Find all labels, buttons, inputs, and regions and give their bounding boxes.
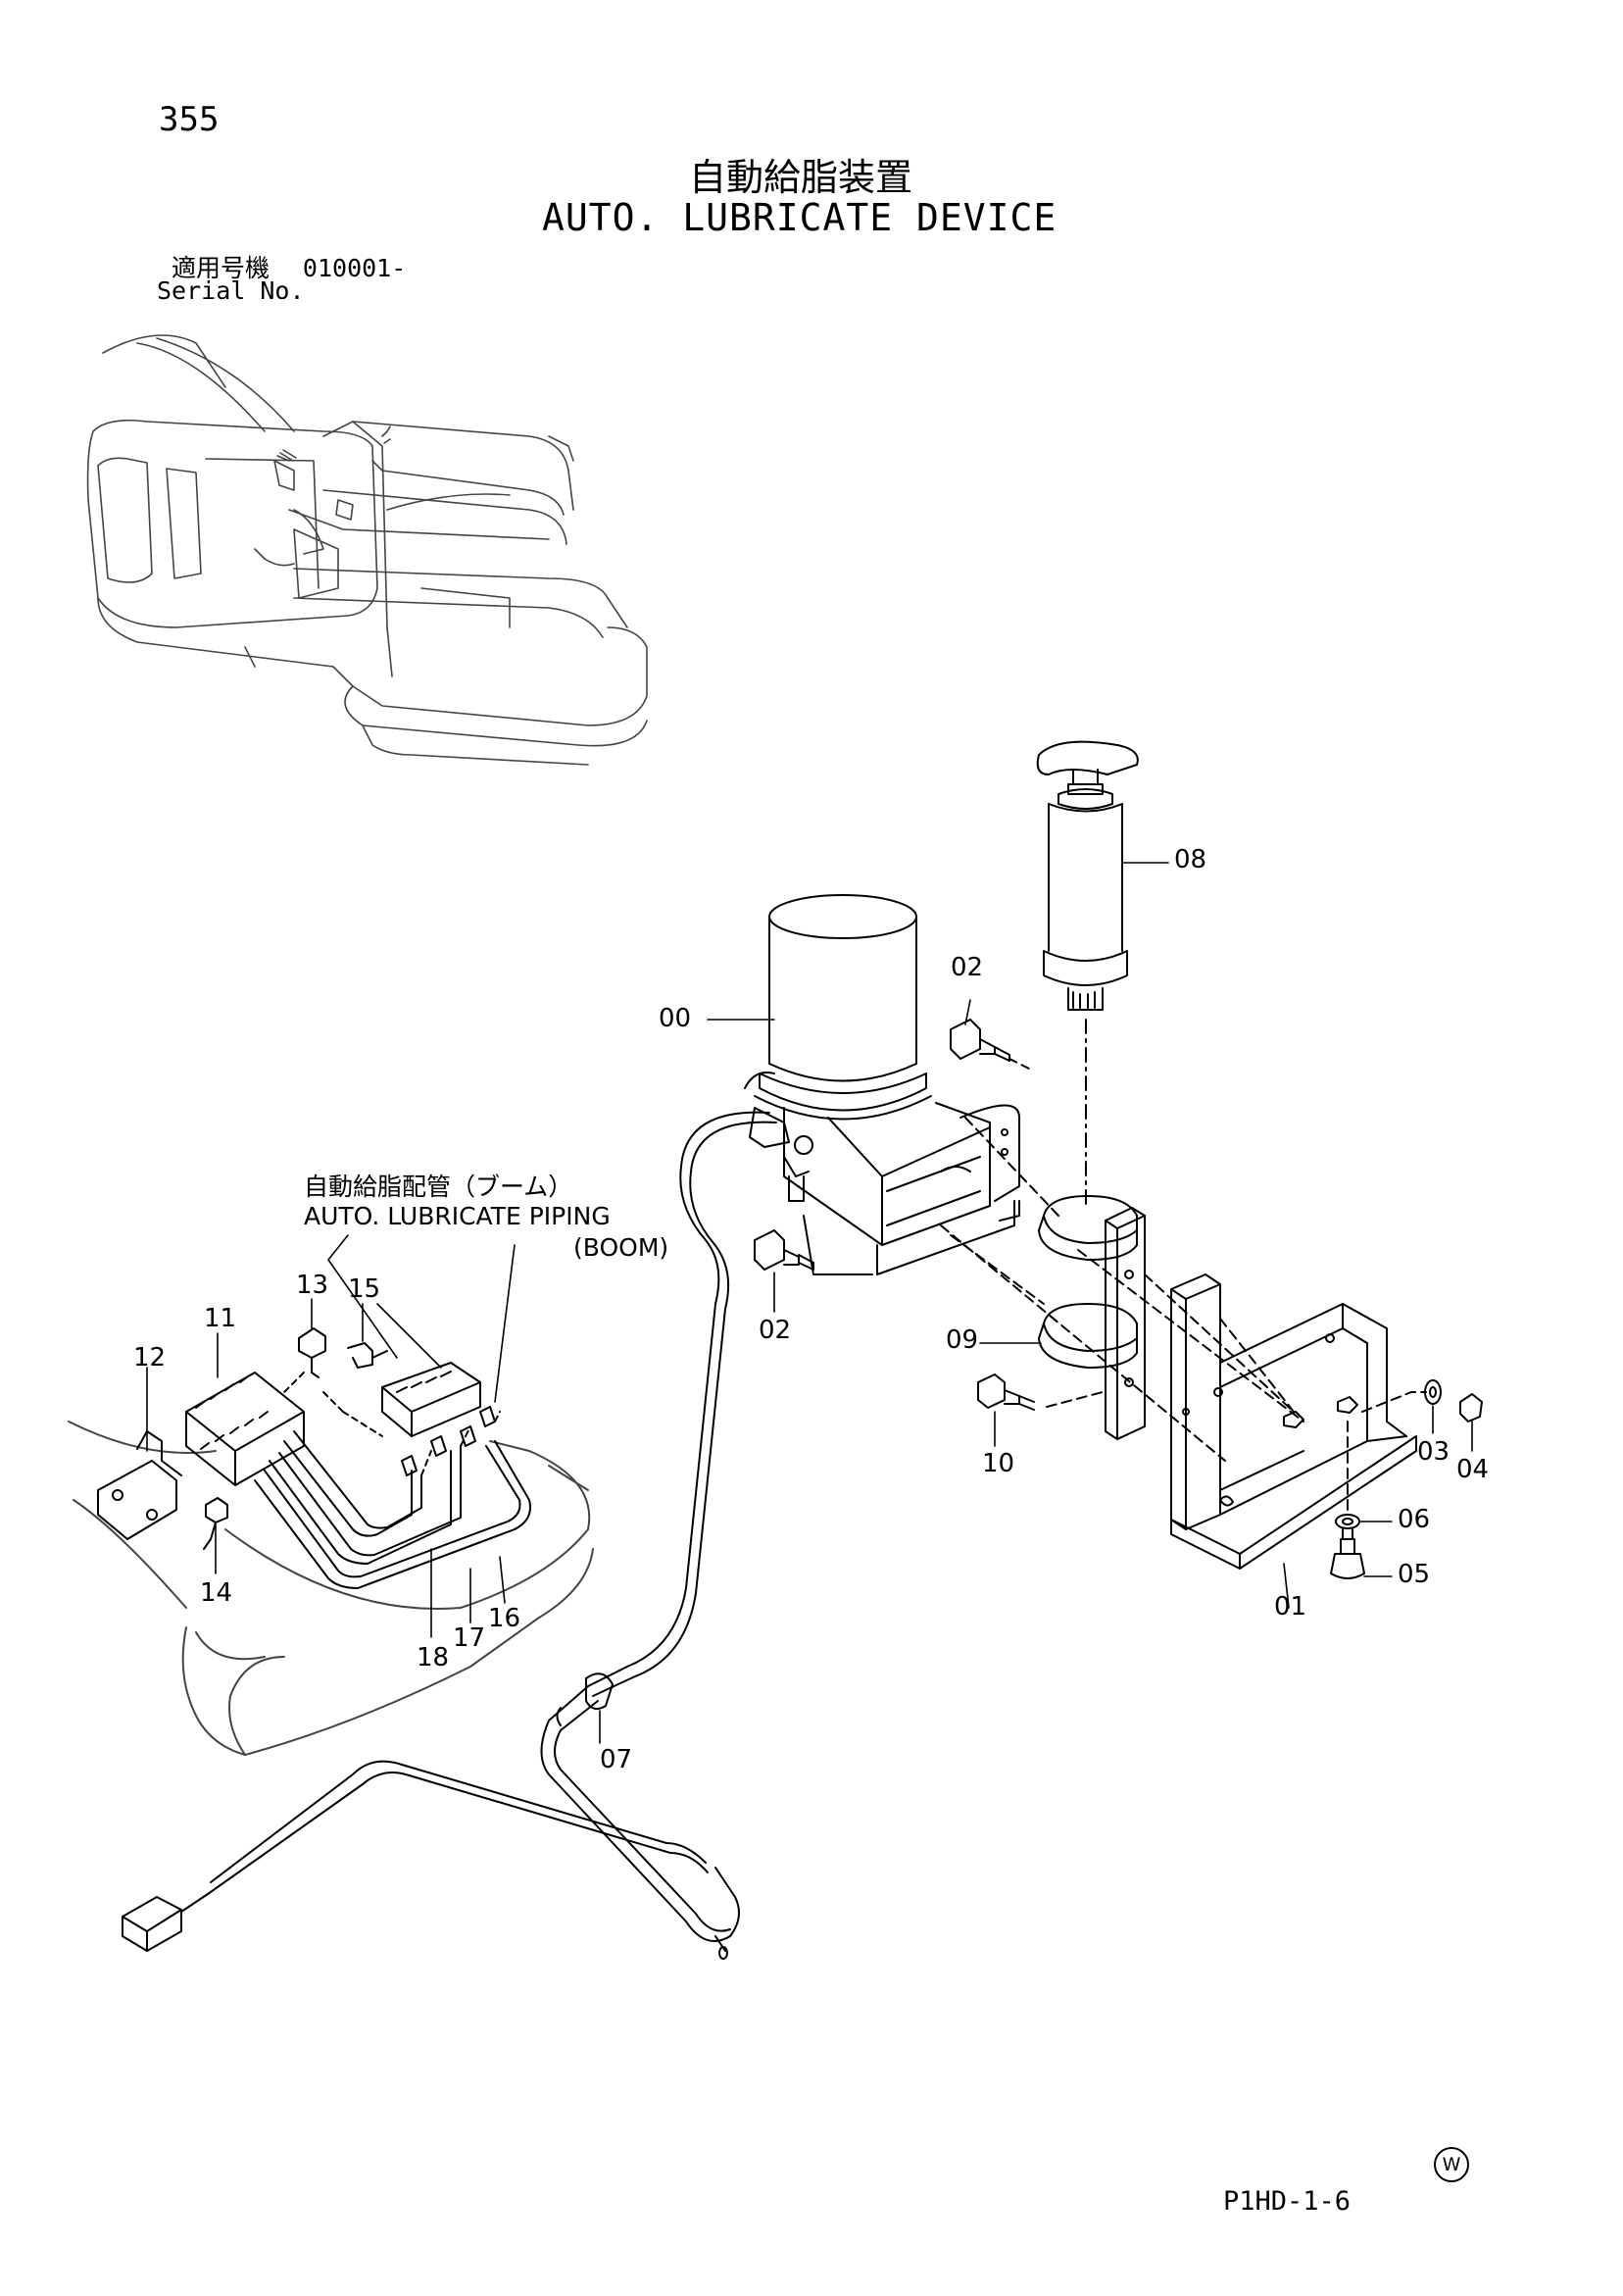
page-title: AUTO. LUBRICATE DEVICE: [542, 196, 1057, 239]
excavator-overview-sketch: [88, 335, 647, 765]
callout-06: 06: [1398, 1505, 1431, 1534]
callout-08: 08: [1174, 845, 1207, 874]
drawing-code: P1HD-1-6: [1223, 2186, 1352, 2217]
callout-01: 01: [1274, 1592, 1307, 1622]
fasteners: [755, 1020, 1482, 1578]
callout-leader-lines: [147, 863, 1472, 1743]
callout-09: 09: [946, 1325, 979, 1355]
callout-02-upper: 02: [951, 953, 984, 982]
callout-04: 04: [1456, 1455, 1490, 1484]
serial-value: 010001-: [302, 254, 407, 282]
mounting-bracket: [941, 1225, 1426, 1569]
page-title-japanese: 自動給脂装置: [689, 156, 913, 199]
serial-range: 適用号機 010001-: [172, 249, 406, 284]
callout-00: 00: [659, 1004, 692, 1033]
revision-mark: W: [1434, 2147, 1469, 2182]
serial-label: Serial No.: [157, 276, 305, 305]
callout-05: 05: [1398, 1560, 1431, 1589]
callout-02-lower: 02: [759, 1316, 792, 1345]
grease-pump-unit: [745, 895, 1019, 1274]
grease-gun: [1038, 742, 1138, 1206]
callout-18: 18: [417, 1643, 450, 1672]
callout-07: 07: [600, 1745, 633, 1774]
callout-12: 12: [133, 1343, 167, 1373]
callout-16: 16: [488, 1604, 521, 1633]
gun-holder-bracket: [951, 1118, 1145, 1439]
page-number: 355: [159, 100, 220, 139]
piping-label: AUTO. LUBRICATE PIPING: [304, 1202, 611, 1230]
callout-17: 17: [453, 1623, 486, 1653]
grease-supply-hose: [123, 1113, 776, 1959]
serial-label-japanese: 適用号機: [172, 254, 270, 282]
callout-13: 13: [296, 1271, 329, 1300]
callout-10: 10: [982, 1449, 1015, 1478]
callout-03: 03: [1417, 1437, 1451, 1467]
boom-piping-inset: [69, 1328, 593, 1755]
callout-11: 11: [204, 1304, 237, 1333]
piping-label-japanese: 自動給脂配管（ブーム）: [304, 1173, 573, 1201]
callout-14: 14: [200, 1578, 233, 1608]
piping-label-boom: (BOOM): [573, 1233, 669, 1262]
callout-15: 15: [348, 1274, 381, 1304]
